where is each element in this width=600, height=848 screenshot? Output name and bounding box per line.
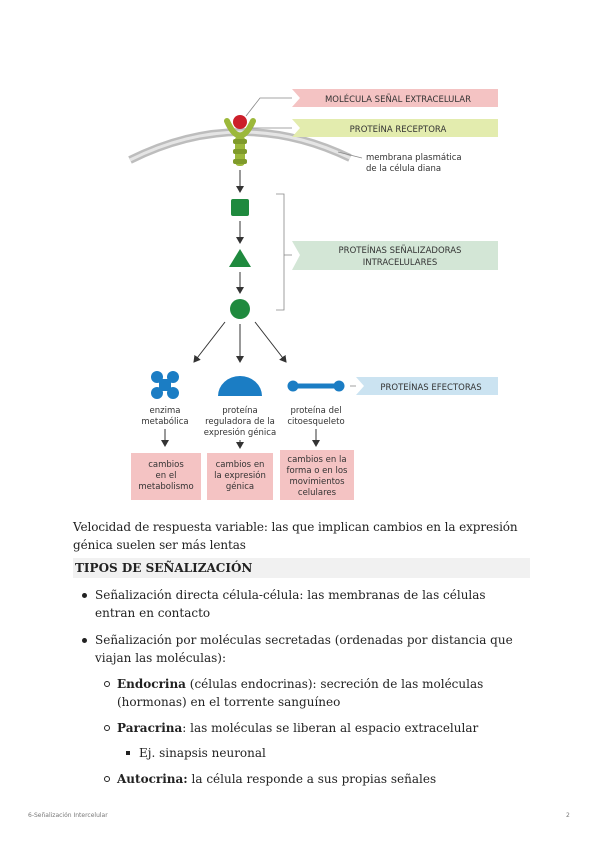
metabolism-outcome-line2: en el [156, 471, 177, 481]
signal-molecule-dot [233, 115, 247, 129]
intracellular-label-line2: INTRACELULARES [363, 258, 438, 268]
endocrina-text: (células endocrinas): secreción de las m… [117, 677, 484, 709]
footer-page-number: 2 [566, 812, 570, 819]
receptor-banner [292, 119, 498, 137]
regulator-label-line3: expresión génica [204, 427, 276, 438]
gene-regulator-shape [218, 376, 262, 396]
receptor-label: PROTEÍNA RECEPTORA [350, 123, 447, 135]
intracellular-protein-circle [230, 299, 250, 319]
enzyme-label-line2: metabólica [141, 416, 188, 427]
list-item-autocrina: Autocrina: la célula responde a sus prop… [95, 770, 528, 788]
enzyme-label-line1: enzima [150, 406, 181, 416]
footer-document-title: 6-Señalización Intercelular [28, 812, 108, 819]
shape-outcome-line3: movimientos [289, 477, 345, 487]
intracellular-bracket [276, 193, 285, 311]
receptor-protein-shape [224, 118, 256, 166]
cytoskeleton-label-line2: citoesqueleto [287, 417, 344, 427]
list-item-secreted: Señalización por moléculas secretadas (o… [73, 631, 528, 788]
expression-outcome-box [207, 453, 273, 500]
plasma-membrane-outline [129, 130, 351, 162]
intracellular-label-line1: PROTEÍNAS SEÑALIZADORAS [339, 244, 462, 256]
expression-outcome-line1: cambios en [216, 460, 265, 470]
effector-banner [356, 377, 498, 395]
membrane-leader-line [337, 151, 363, 159]
list-item-endocrina: Endocrina (células endocrinas): secreció… [95, 675, 528, 711]
list-item-paracrina: Paracrina: las moléculas se liberan al e… [95, 719, 528, 762]
intracellular-protein-square [231, 199, 249, 216]
paracrina-text: : las moléculas se liberan al espacio ex… [182, 721, 479, 735]
signal-leader-line [245, 97, 292, 117]
secreted-signaling-text: Señalización por moléculas secretadas (o… [95, 633, 513, 665]
membrane-label-line2: de la célula diana [366, 163, 441, 174]
secreted-types-list: Endocrina (células endocrinas): secreció… [95, 675, 528, 788]
arrow-to-enzyme [193, 321, 226, 363]
enzyme-shape [151, 371, 179, 399]
list-item-direct: Señalización directa célula-célula: las … [73, 586, 528, 622]
metabolism-outcome-line3: metabolismo [138, 482, 193, 492]
regulator-label-line2: reguladora de la [205, 417, 275, 427]
intracellular-banner [292, 241, 498, 270]
autocrina-term: Autocrina: [117, 772, 188, 786]
signaling-pathway-figure: MOLÉCULA SEÑAL EXTRACELULAR PROTEÍNA REC… [128, 89, 498, 500]
shape-outcome-line4: celulares [298, 488, 337, 498]
metabolism-outcome-box [131, 453, 201, 500]
effector-label: PROTEÍNAS EFECTORAS [380, 381, 481, 393]
metabolism-outcome-line1: cambios [148, 460, 184, 470]
shape-outcome-box [280, 450, 354, 500]
signaling-types-list: Señalización directa célula-célula: las … [73, 586, 528, 797]
intracellular-protein-triangle [229, 249, 251, 267]
signal-molecule-label: MOLÉCULA SEÑAL EXTRACELULAR [325, 93, 471, 105]
autocrina-text: la célula responde a sus propias señales [187, 772, 437, 786]
shape-outcome-line2: forma o en los [287, 466, 349, 476]
cytoskeleton-protein-shape [287, 380, 345, 392]
paracrina-example-text: Ej. sinapsis neuronal [139, 746, 266, 760]
paracrina-term: Paracrina [117, 721, 183, 735]
direct-signaling-text: Señalización directa célula-célula: las … [95, 588, 486, 620]
paracrina-examples-list: Ej. sinapsis neuronal [117, 744, 528, 762]
cytoskeleton-label-line1: proteína del [290, 406, 341, 416]
expression-outcome-line2: la expresión [214, 470, 266, 481]
velocity-paragraph: Velocidad de respuesta variable: las que… [73, 520, 518, 552]
section-heading: TIPOS DE SEÑALIZACIÓN [73, 558, 530, 578]
membrane-label-line1: membrana plasmática [366, 153, 462, 163]
regulator-label-line1: proteína [222, 406, 257, 416]
endocrina-term: Endocrina [117, 677, 186, 691]
arrow-to-cytoskeleton [254, 321, 287, 363]
list-item-paracrina-example: Ej. sinapsis neuronal [117, 744, 528, 762]
expression-outcome-line3: génica [226, 481, 254, 492]
signal-molecule-banner [292, 89, 498, 107]
shape-outcome-line1: cambios en la [287, 455, 346, 465]
